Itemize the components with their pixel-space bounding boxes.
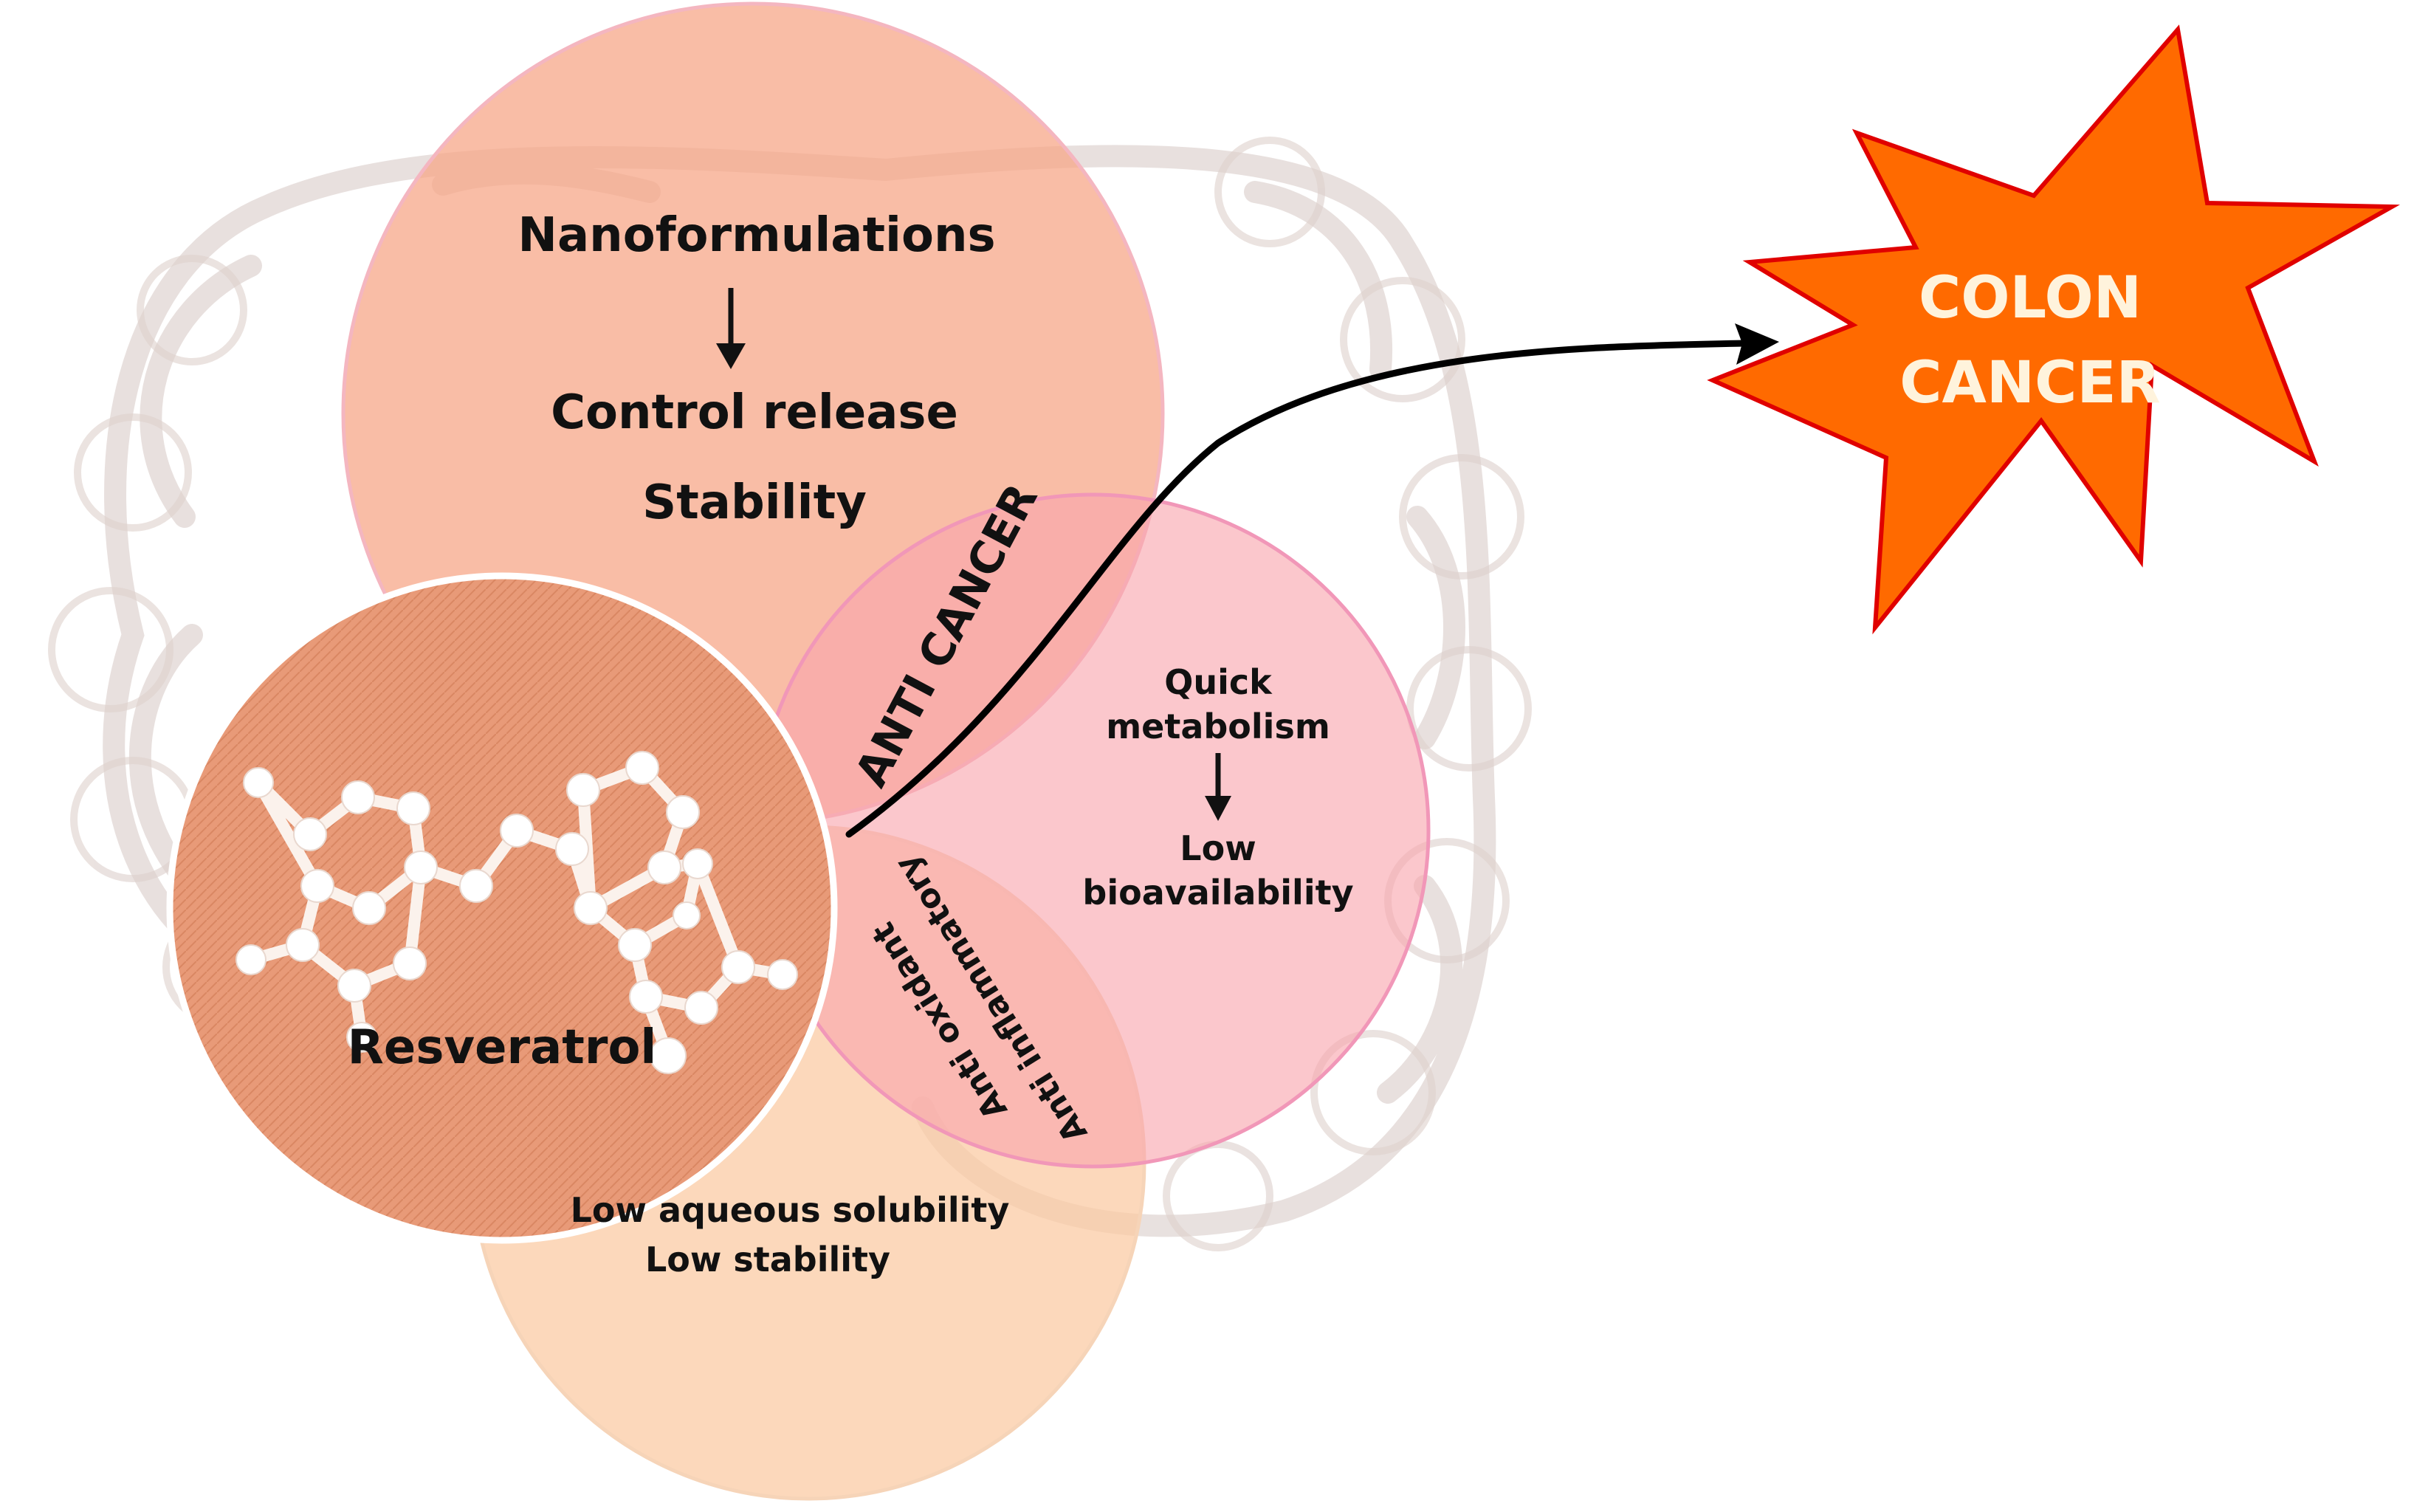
resveratrol-molecule-icon [235,751,798,1074]
curved-arrow [845,340,1746,838]
bottom-circle-line1: Low aqueous solubility [571,1190,1010,1230]
colon-cancer-burst [1707,24,2401,635]
bottom-circle-line2: Low stability [645,1240,890,1279]
top-circle-line2: Control release [551,385,958,440]
colon-cancer-line2: CANCER [1899,350,2160,416]
colon-background-haustra [48,137,1532,1251]
resveratrol-label: Resveratrol [348,1020,657,1075]
right-circle-line2: metabolism [1106,707,1330,746]
top-circle-arrow-head-icon [716,343,746,369]
right-circle-line1: Quick [1164,662,1273,702]
right-circle-line4: bioavailability [1082,873,1353,913]
right-circle-arrow-head-icon [1205,796,1231,821]
resveratrol-circle [166,572,838,1244]
colon-cancer-line1: COLON [1919,265,2142,331]
right-circle-line3: Low [1180,828,1256,868]
top-circle-line3: Stability [642,475,867,530]
top-circle-line1: Nanoformulations [517,208,995,263]
curved-arrow-head-icon [1735,323,1779,365]
